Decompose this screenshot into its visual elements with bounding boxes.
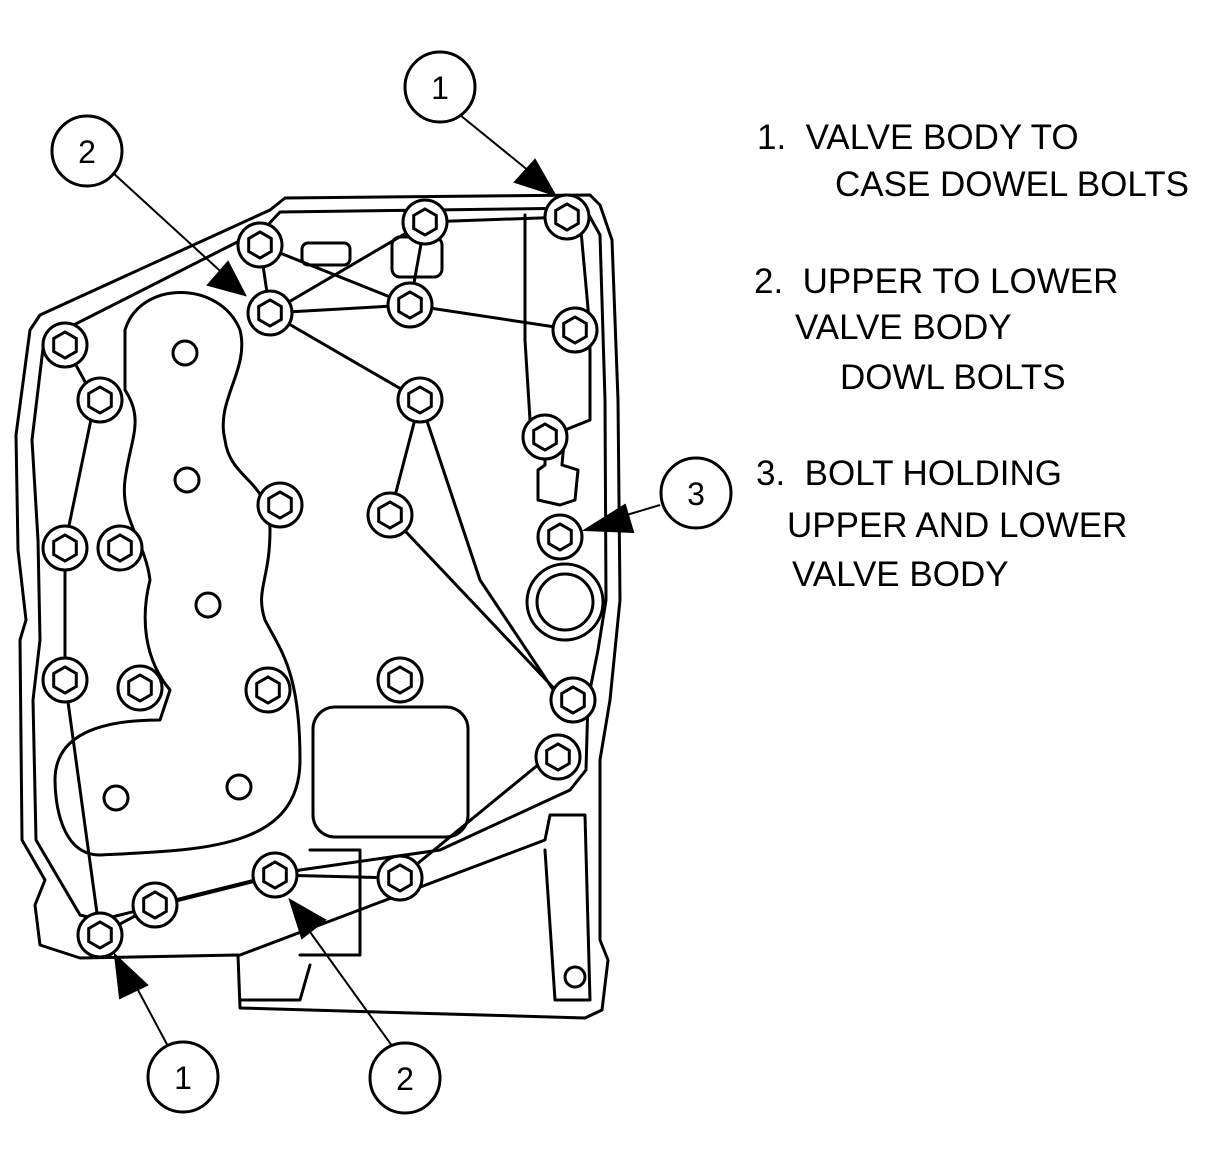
- legend-item-3-line-3: VALVE BODY: [792, 555, 1009, 594]
- hex-bolt: [256, 481, 304, 529]
- arrow-head: [206, 260, 247, 297]
- hex-bolt: [401, 198, 449, 246]
- hex-bolt: [41, 656, 89, 704]
- legend-item-2-line-2: VALVE BODY: [795, 308, 1012, 347]
- hex-bolt: [543, 193, 591, 241]
- hole: [563, 965, 587, 989]
- hex-bolt: [549, 676, 597, 724]
- callout-c1-top: 1: [403, 50, 477, 124]
- callout-number: 1: [431, 70, 449, 106]
- callout-number: 1: [174, 1060, 192, 1096]
- top-slot: [300, 241, 352, 267]
- callout-c2-top: 2: [50, 114, 124, 188]
- hole: [194, 591, 222, 619]
- hex-bolt: [76, 376, 124, 424]
- callout-number: 2: [78, 134, 96, 170]
- hex-bolt: [251, 851, 299, 899]
- arrow-head: [113, 952, 149, 1000]
- legend-item-3-line-1: 3. BOLT HOLDING: [756, 454, 1063, 493]
- hole: [171, 339, 199, 367]
- hex-bolt: [376, 854, 424, 902]
- legend-item-1-line-2: CASE DOWEL BOLTS: [835, 165, 1189, 204]
- legend-item-2-line-3: DOWL BOLTS: [840, 358, 1066, 397]
- bore-inner: [535, 572, 595, 632]
- callout-number: 2: [396, 1061, 414, 1097]
- hex-bolt: [116, 664, 164, 712]
- callout-c1-bottom: 1: [146, 1040, 220, 1114]
- hex-bolt: [396, 376, 444, 424]
- legend-item-2-line-1: 2. UPPER TO LOWER: [754, 262, 1119, 301]
- hex-bolt: [376, 656, 424, 704]
- legend-item-3-line-2: UPPER AND LOWER: [787, 506, 1128, 545]
- lobed-cavity: [53, 291, 302, 857]
- callout-number: 3: [687, 476, 705, 512]
- legend-item-1-line-1: 1. VALVE BODY TO: [757, 118, 1079, 157]
- hex-bolt: [534, 733, 582, 781]
- hex-bolt: [386, 281, 434, 329]
- hex-bolt: [131, 881, 179, 929]
- hex-bolt: [551, 306, 599, 354]
- hole: [173, 466, 201, 494]
- arrow-head: [581, 503, 635, 534]
- plate-outline: [14, 193, 622, 1020]
- arrow-head: [513, 158, 558, 197]
- hex-bolt: [244, 666, 292, 714]
- hex-bolt: [236, 221, 284, 269]
- hex-bolt: [366, 491, 414, 539]
- hex-bolt: [76, 911, 124, 959]
- square-cavity: [311, 705, 470, 839]
- hex-bolt: [246, 289, 294, 337]
- hex-bolt: [41, 321, 89, 369]
- callout-c2-bottom: 2: [368, 1041, 442, 1115]
- left-web: [63, 343, 102, 937]
- hex-bolt: [96, 524, 144, 572]
- hole: [225, 773, 253, 801]
- arrow-head: [288, 897, 327, 940]
- hex-bolt: [41, 524, 89, 572]
- bottom-channel: [238, 813, 592, 1002]
- hex-bolt: [536, 513, 584, 561]
- bore-outer: [525, 562, 605, 642]
- callout-c3-right: 3: [659, 456, 733, 530]
- hole: [102, 784, 130, 812]
- right-passage: [523, 213, 592, 507]
- hex-bolt: [521, 413, 569, 461]
